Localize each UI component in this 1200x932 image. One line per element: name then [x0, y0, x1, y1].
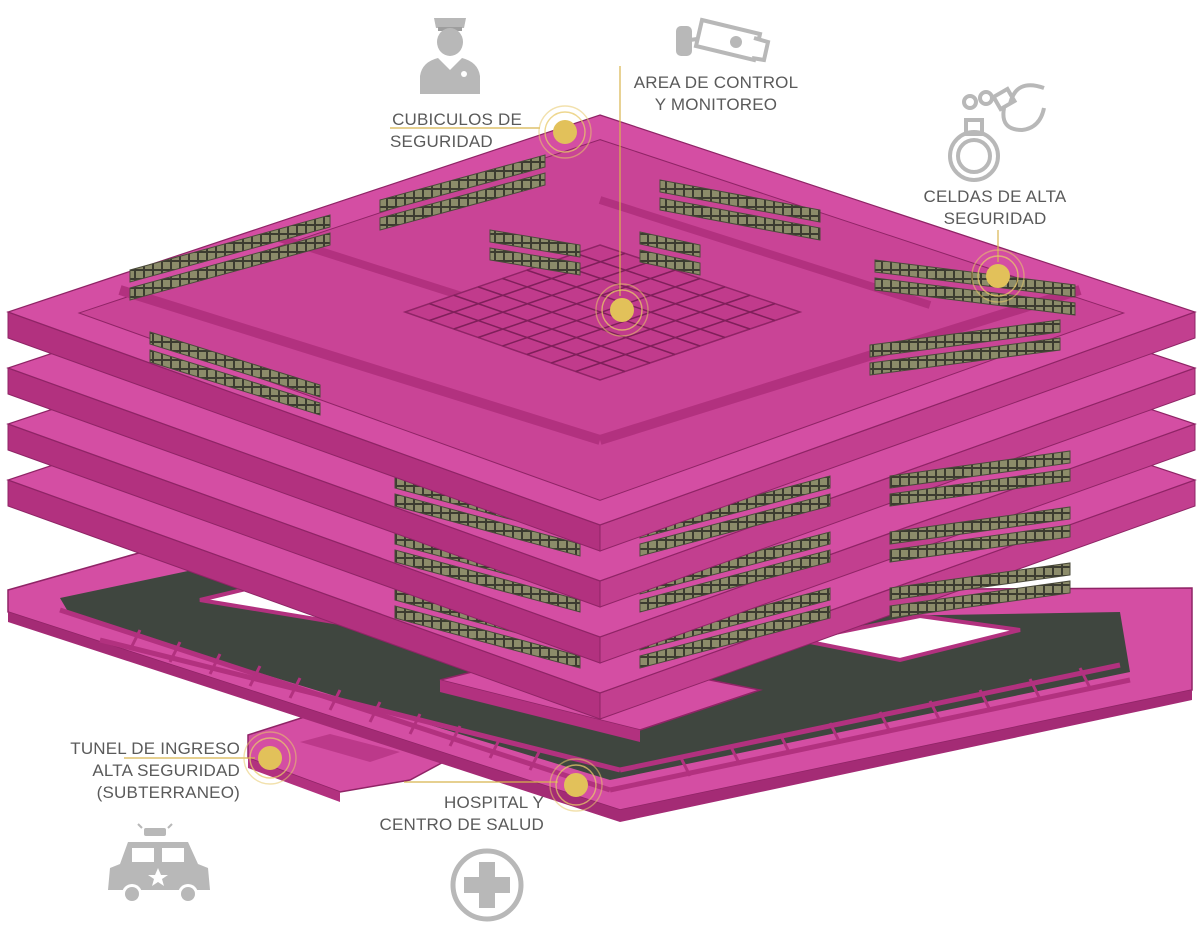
cell-row — [869, 319, 1061, 358]
label-high-security-cells: CELDAS DE ALTA SEGURIDAD — [923, 187, 1067, 228]
cell-row — [149, 349, 321, 416]
label-security-cubicles: CUBICULOS DE SEGURIDAD — [390, 110, 522, 151]
cell-row — [379, 154, 546, 213]
floor-slab-1 — [6, 114, 1197, 552]
cell-row — [889, 450, 1071, 489]
cell-row — [659, 197, 821, 241]
cell-row — [149, 331, 321, 398]
cell-row — [639, 493, 831, 557]
cell-row — [489, 247, 581, 276]
cell-row — [889, 562, 1071, 601]
police-officer-icon — [420, 18, 480, 94]
cell-row — [874, 277, 1076, 316]
basement-room-dividers — [128, 629, 1092, 777]
medical-cross-icon — [450, 848, 524, 922]
marker-security-cubicles — [538, 105, 592, 159]
cell-row — [889, 506, 1071, 545]
cell-row — [639, 605, 831, 669]
basement-courtyard-right — [799, 613, 1021, 663]
callout-markers — [243, 105, 1025, 812]
cell-row — [869, 337, 1061, 376]
cell-row — [889, 580, 1071, 619]
cell-row — [379, 172, 546, 231]
cell-row — [639, 249, 701, 276]
cell-row — [639, 231, 701, 258]
security-camera-icon — [676, 17, 771, 63]
police-car-icon — [108, 823, 210, 904]
cell-block-floors — [6, 114, 1197, 720]
handcuffs-icon — [948, 83, 1046, 182]
label-hospital: HOSPITAL Y CENTRO DE SALUD — [379, 793, 544, 834]
cell-row — [129, 232, 331, 301]
control-area-grid — [429, 252, 776, 373]
cell-row — [394, 493, 581, 557]
cell-row — [889, 524, 1071, 563]
cell-row — [889, 468, 1071, 507]
cell-row — [489, 229, 581, 258]
leader-lines — [124, 66, 999, 783]
marker-high-security-cells — [971, 249, 1025, 303]
label-control-area: AREA DE CONTROL Y MONITOREO — [633, 73, 799, 114]
cell-row — [394, 605, 581, 669]
marker-hospital — [549, 758, 603, 812]
marker-entry-tunnel — [243, 731, 297, 785]
cell-row — [639, 549, 831, 613]
cell-row — [659, 179, 821, 223]
cell-row — [129, 214, 331, 283]
label-entry-tunnel: TUNEL DE INGRESO ALTA SEGURIDAD (SUBTERR… — [70, 739, 240, 802]
marker-control-area — [595, 283, 649, 337]
cell-row — [394, 549, 581, 613]
